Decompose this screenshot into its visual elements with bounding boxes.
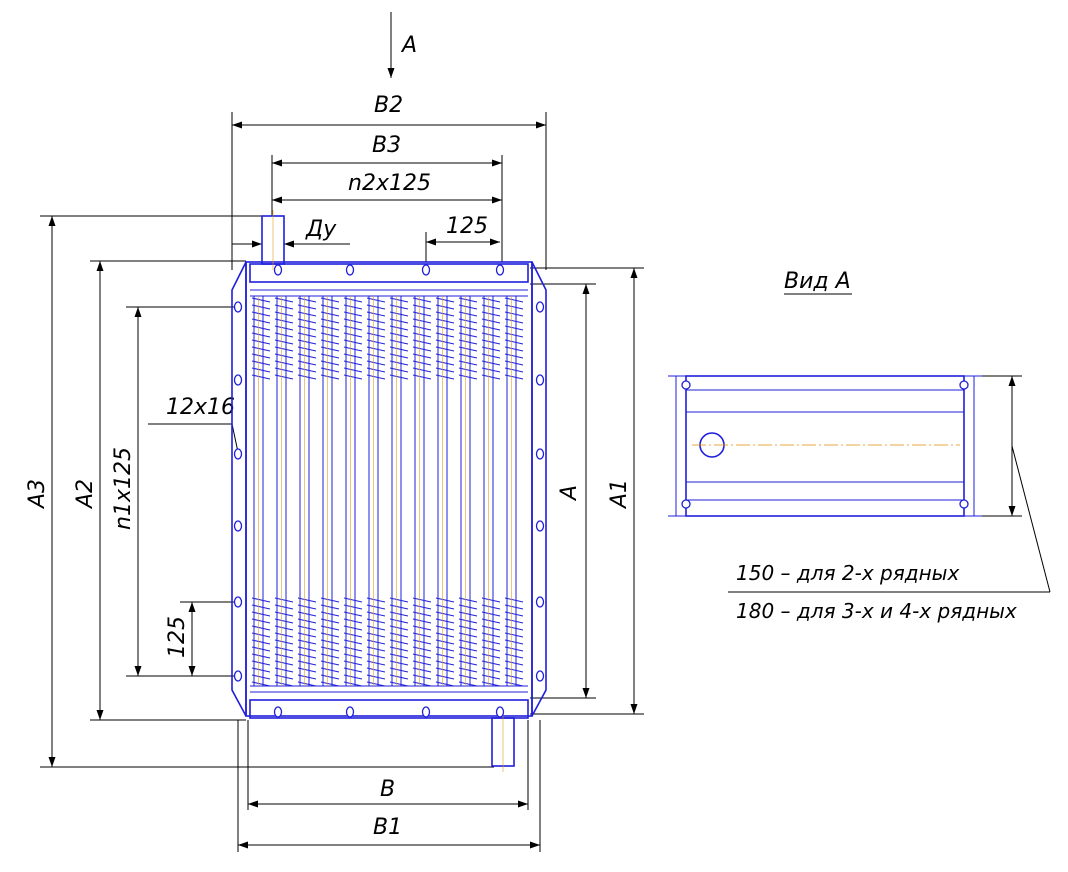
dim-b3-label: B3 [372, 133, 401, 158]
mounting-hole [273, 706, 283, 718]
side-view-body [685, 375, 965, 517]
right-flange [531, 261, 547, 717]
mounting-hole [535, 520, 545, 532]
fin-segment [481, 297, 501, 380]
mounting-holes [233, 264, 545, 718]
fin-segment [297, 597, 317, 687]
side-view: Вид А 150 – для 2-х рядных 180 – для 3-х… [668, 269, 1051, 623]
fin-segment [389, 597, 409, 687]
mounting-hole [233, 596, 243, 608]
dim-b1-label: B1 [373, 815, 402, 840]
dim-pitch-left-label: 125 [165, 616, 190, 658]
fin-segment [458, 597, 478, 687]
fin-segment [504, 297, 524, 380]
mounting-hole [421, 264, 431, 276]
fin-segment [297, 297, 317, 380]
fin-segment [366, 297, 386, 380]
mounting-hole [535, 448, 545, 460]
side-bolt [681, 499, 691, 509]
fin-segment [251, 297, 271, 380]
right-dimensions: A A1 [530, 267, 644, 715]
top-dimensions: B2 B3 n2x125 Ду 125 [231, 93, 547, 270]
fin-segment [435, 597, 455, 687]
fin-segment [274, 597, 294, 687]
fin-segment [251, 597, 271, 687]
dim-n1-label: n1x125 [111, 447, 136, 530]
dim-du-label: Ду [305, 217, 337, 242]
fin-pack [251, 297, 524, 687]
view-arrow: A [387, 12, 417, 78]
side-bolt [681, 380, 691, 390]
tube-bank [253, 296, 517, 686]
fin-segment [366, 597, 386, 687]
fin-segment [412, 597, 432, 687]
side-view-title: Вид А [784, 269, 851, 294]
side-bolt [959, 380, 969, 390]
mounting-hole [535, 301, 545, 313]
fin-segment [504, 597, 524, 687]
mounting-hole [233, 301, 243, 313]
fin-segment [320, 597, 340, 687]
bottom-dimensions: B B1 [237, 720, 541, 852]
dim-a-label: A [557, 485, 582, 502]
mounting-hole [345, 264, 355, 276]
dim-b-label: B [380, 777, 395, 802]
dim-a2-label: A2 [73, 479, 98, 510]
mounting-hole [345, 706, 355, 718]
side-note-3-4-row: 180 – для 3-х и 4-х рядных [736, 599, 1017, 623]
mounting-hole [495, 264, 505, 276]
fin-segment [343, 297, 363, 380]
side-note-2-row: 150 – для 2-х рядных [736, 561, 959, 585]
fin-segment [389, 297, 409, 380]
mounting-hole [233, 520, 243, 532]
view-arrow-label: A [400, 33, 417, 58]
left-dimensions: A3 A2 n1x125 125 12x16 [25, 215, 494, 768]
mounting-hole [495, 706, 505, 718]
hole-size-label: 12x16 [166, 395, 235, 420]
heat-exchanger-front-view [231, 210, 547, 772]
fin-segment [274, 297, 294, 380]
bottom-header [249, 699, 529, 719]
mounting-hole [273, 264, 283, 276]
dim-b2-label: B2 [374, 93, 403, 118]
mounting-hole [421, 706, 431, 718]
dim-a1-label: A1 [607, 479, 632, 510]
fin-segment [343, 597, 363, 687]
left-flange [231, 261, 247, 717]
dim-a3-label: A3 [25, 479, 50, 510]
mounting-hole [233, 374, 243, 386]
fin-segment [412, 297, 432, 380]
fin-segment [481, 597, 501, 687]
mounting-hole [233, 670, 243, 682]
dim-pitch-top-label: 125 [446, 214, 488, 239]
mounting-hole [535, 670, 545, 682]
mounting-hole [233, 448, 243, 460]
fin-segment [320, 297, 340, 380]
fin-segment [435, 297, 455, 380]
frame-outline [245, 261, 533, 717]
dim-n2-label: n2x125 [348, 171, 431, 196]
side-bolt [959, 499, 969, 509]
top-header [249, 263, 529, 283]
mounting-hole [535, 596, 545, 608]
fin-segment [458, 297, 478, 380]
mounting-hole [535, 374, 545, 386]
